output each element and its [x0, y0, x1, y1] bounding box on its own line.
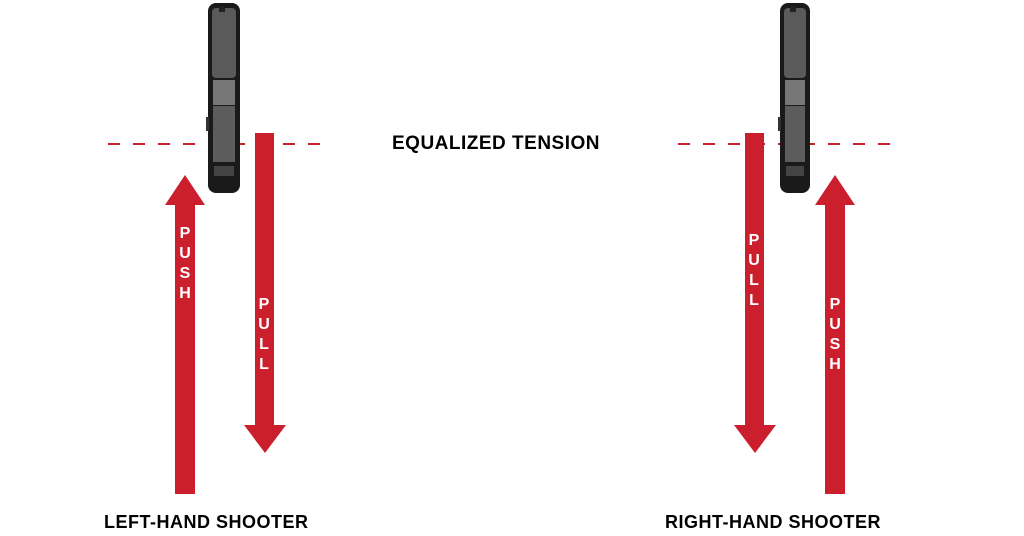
- dash-segment: [283, 143, 295, 145]
- dash-segment: [133, 143, 145, 145]
- pull-label: P U L L: [748, 232, 760, 309]
- dash-segment: [828, 143, 840, 145]
- pistol-top-view-icon: [206, 3, 240, 193]
- dash-segment: [183, 143, 195, 145]
- dash-segment: [108, 143, 120, 145]
- push-label: P U S H: [179, 225, 191, 302]
- left-hand-shooter-label: LEFT-HAND SHOOTER: [104, 512, 309, 532]
- pull-label: P U L L: [258, 296, 270, 373]
- dash-segment: [308, 143, 320, 145]
- diagram-title: EQUALIZED TENSION: [392, 133, 601, 154]
- push-label: P U S H: [829, 296, 841, 373]
- dash-segment: [703, 143, 715, 145]
- dash-segment: [678, 143, 690, 145]
- dash-segment: [878, 143, 890, 145]
- dash-segment: [728, 143, 740, 145]
- dash-segment: [853, 143, 865, 145]
- right-hand-shooter-label: RIGHT-HAND SHOOTER: [665, 512, 881, 532]
- pistol-top-view-icon: [778, 3, 810, 193]
- dash-segment: [158, 143, 170, 145]
